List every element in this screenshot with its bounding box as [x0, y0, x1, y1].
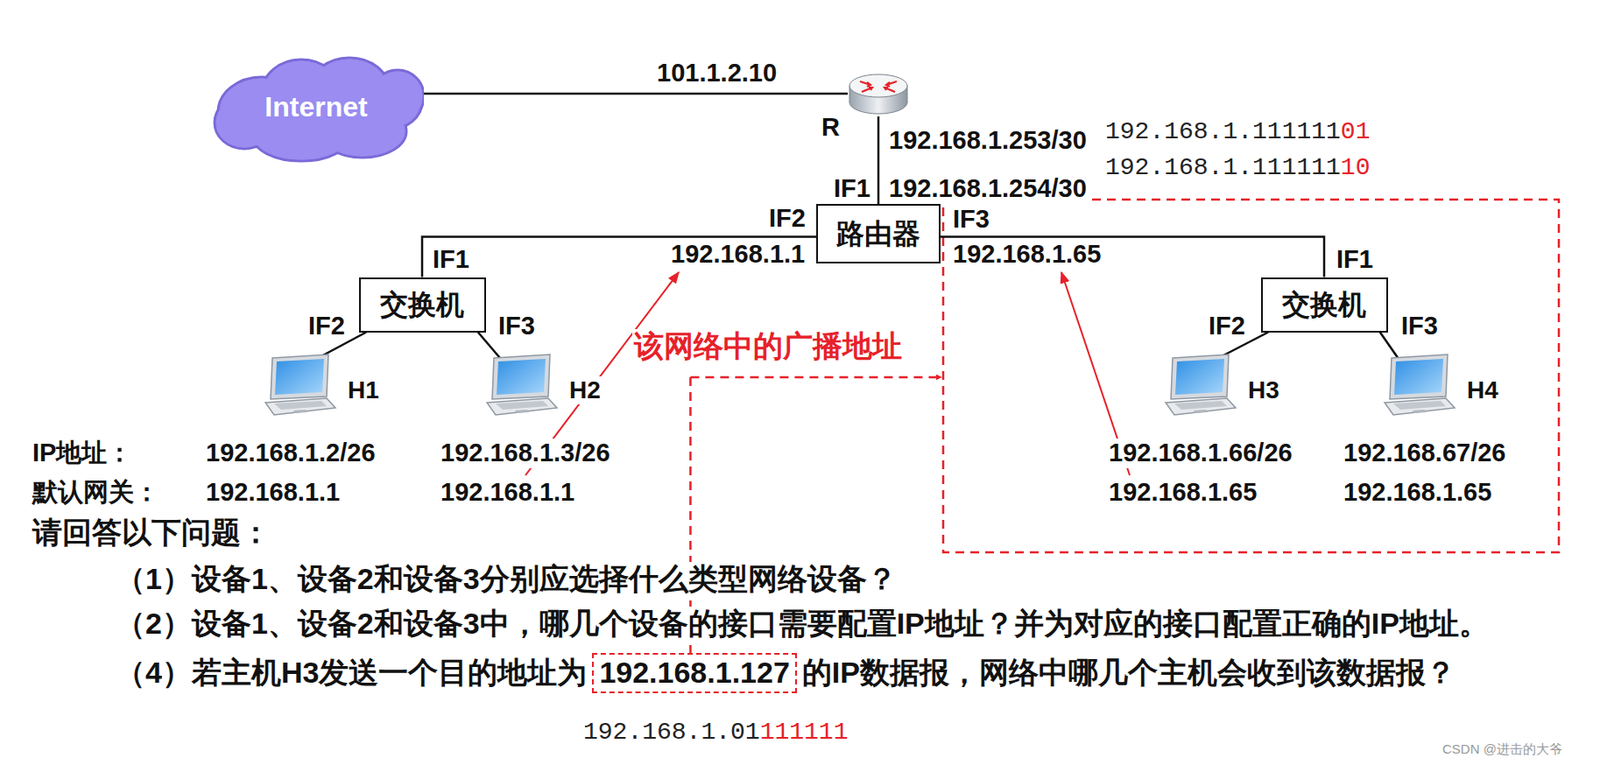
highlighted-address: 192.168.1.127 [592, 653, 797, 693]
link-line [877, 116, 881, 205]
ip-label: IF1 [1334, 245, 1375, 275]
question-text: （4）若主机H3发送一个目的地址为 [113, 655, 589, 691]
node-label: Internet [209, 50, 424, 163]
ip-label: 192.168.1.1 [669, 239, 807, 269]
ip-label: 192.168.1.3/26 [438, 438, 613, 468]
laptop-icon [1160, 352, 1238, 423]
binary-label: 192.168.1.111111 [1105, 154, 1341, 183]
router-node: R [847, 70, 910, 117]
ip-label: IF1 [430, 245, 472, 275]
ip-label: 192.168.1.1 [204, 478, 342, 508]
question-text: 的IP数据报，网络中哪几个主机会收到该数据报？ [800, 655, 1458, 691]
broadcast-region [943, 199, 1559, 553]
ip-label: IF2 [306, 311, 347, 341]
node-label: R [820, 112, 841, 142]
switch-box: 交换机 [359, 277, 487, 333]
laptop-icon [481, 352, 559, 423]
host-laptop: H3 [1160, 352, 1285, 423]
switch-box: 交换机 [1261, 277, 1389, 333]
watermark: CSDN @进击的大爷 [1440, 741, 1565, 757]
ip-label: 192.168.1.65 [1341, 478, 1494, 508]
node-label: H2 [567, 376, 603, 405]
ip-label: IP地址： [30, 438, 134, 468]
host-laptop: H2 [481, 352, 607, 423]
cloud-node: Internet [209, 50, 424, 163]
ip-label: 默认网关： [30, 478, 162, 508]
node-label: 交换机 [1282, 288, 1367, 322]
router-box: 路由器 [816, 204, 941, 264]
binary-label: 192.168.1.111111 [1105, 118, 1341, 147]
ip-label: IF3 [496, 311, 537, 341]
ip-label: IF1 [831, 174, 873, 204]
node-label: H1 [345, 376, 381, 405]
laptop-icon [260, 352, 338, 423]
annotation-text: 该网络中的广播地址 [632, 329, 904, 364]
binary-label: 192.168.1.01 [583, 718, 761, 748]
ip-label: 192.168.1.1 [438, 478, 577, 508]
ip-label: 101.1.2.10 [655, 58, 779, 88]
link-line [940, 236, 1325, 277]
ip-label: IF2 [767, 204, 808, 233]
host-laptop: H1 [260, 352, 385, 423]
link-line [422, 236, 817, 277]
ip-label: IF3 [1399, 311, 1440, 341]
ip-label: IF2 [1206, 311, 1248, 341]
host-laptop: H4 [1379, 352, 1504, 423]
ip-label: 192.168.1.65 [951, 239, 1103, 269]
ip-label: 192.168.1.253/30 [887, 126, 1089, 156]
ip-label: 192.168.1.254/30 [887, 174, 1089, 204]
question-text: （1）设备1、设备2和设备3分别应选择什么类型网络设备？ [113, 562, 899, 597]
question-text: （2）设备1、设备2和设备3中，哪几个设备的接口需要配置IP地址？并为对应的接口… [113, 606, 1491, 642]
question-text: 请回答以下问题： [30, 515, 273, 550]
node-label: H4 [1465, 376, 1501, 405]
node-label: 交换机 [380, 288, 465, 322]
binary-highlight: 111111 [760, 718, 849, 748]
ip-label: 192.168.1.66/26 [1106, 438, 1295, 468]
router-icon [847, 70, 910, 117]
node-label: H3 [1246, 376, 1282, 405]
ip-label: 192.168.67/26 [1341, 438, 1508, 468]
link-line [423, 92, 849, 96]
node-label: 路由器 [836, 218, 921, 251]
dashed-leader [690, 376, 942, 380]
ip-label: IF3 [951, 204, 992, 234]
link-line [1380, 332, 1400, 361]
laptop-icon [1379, 352, 1457, 423]
binary-highlight: 01 [1340, 118, 1371, 147]
binary-highlight: 10 [1340, 154, 1371, 183]
ip-label: 192.168.1.65 [1106, 478, 1259, 508]
ip-label: 192.168.1.2/26 [204, 438, 378, 468]
